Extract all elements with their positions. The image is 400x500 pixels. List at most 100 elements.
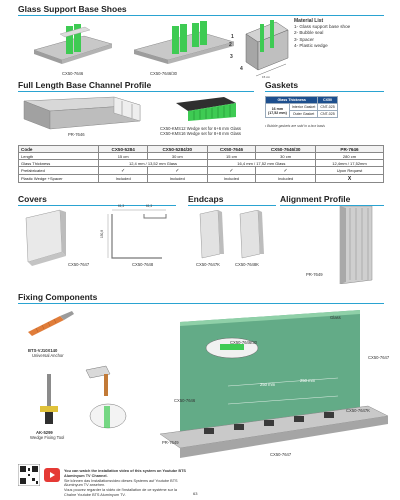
page-number: 63: [193, 491, 198, 496]
footer-text: You can watch the installation video of …: [64, 469, 189, 498]
installation-diagram: [159, 310, 388, 458]
spec-cell: 30 cm: [255, 152, 316, 160]
spec-cell: Plastic Wedge +Spacer: [17, 174, 100, 183]
wedge-set-illustration: [176, 97, 236, 121]
check-icon: ✓: [146, 166, 208, 175]
product-code-channel: PR-7646: [68, 132, 85, 137]
material-list: Material List 1- Glass support base shoe…: [294, 18, 350, 49]
gasket-type: Interior Gasket: [288, 103, 319, 111]
endcap-illustration-1: [199, 210, 224, 259]
diagram-label-dim-2: 250 mm: [300, 378, 316, 383]
callout-1: 1: [231, 34, 234, 40]
spec-cell: Included: [98, 174, 148, 183]
spec-cell: Glass Thickness: [17, 159, 100, 167]
section-divider: [188, 205, 276, 206]
check-icon: ✓: [206, 166, 257, 175]
diagram-label-end: CX50-7647: [270, 452, 292, 457]
section-title-alignment: Alignment Profile: [280, 194, 351, 204]
base-shoe-illustration-1: [33, 24, 113, 64]
gasket-header-code: CX50: [317, 96, 338, 104]
spec-cell: Included: [206, 174, 257, 183]
spec-header: CX50-5284: [98, 145, 148, 153]
product-code-cover-1: CX50-7647: [68, 262, 90, 267]
section-title-endcaps: Endcaps: [188, 194, 224, 204]
exploded-shoe-diagram: 15 cm: [245, 20, 289, 79]
gasket-table: Glass Thickness CX50 16 mm (17,52 mm) In…: [264, 96, 338, 118]
gasket-type: Outer Gasket: [288, 110, 319, 118]
section-divider: [18, 91, 254, 92]
section-title-base-shoes: Glass Support Base Shoes: [18, 4, 127, 14]
hammer-detail-illustration: [85, 365, 127, 429]
spec-cell: 16,4 mm / 17,52 mm Glass: [206, 159, 316, 167]
spec-header: PR-7646: [314, 145, 385, 153]
footer-line-de: Sie können das Installationsvideo dieses…: [64, 478, 178, 488]
product-code-cover-2: CX50-7648: [132, 262, 154, 267]
section-divider: [18, 303, 384, 304]
cover-illustration-1: [25, 209, 66, 266]
material-item: 4- Plastic wedge: [294, 42, 328, 48]
alignment-profile-illustration: [339, 206, 373, 284]
spec-cell: Included: [255, 174, 316, 183]
spec-header: CX50-7646/30: [255, 145, 316, 153]
anchor-code: BTS-VJ10X140: [28, 348, 58, 353]
spec-table: Code CX50-5284 CX50-5284/30 CX50-7646 CX…: [17, 145, 385, 183]
spec-cell: 12,4 mm / 13,52 mm Glass: [98, 159, 208, 167]
material-item: 3- Spacer: [294, 36, 314, 42]
spec-cell: 280 cm: [314, 152, 385, 160]
check-icon: ✓: [98, 166, 148, 175]
dimension-label: 61,3: [118, 204, 125, 208]
spec-cell: Included: [146, 174, 208, 183]
diagram-label-shoe-b: CX50-7646: [174, 398, 196, 403]
diagram-label-glass: Glass: [330, 315, 341, 320]
section-title-fixing: Fixing Components: [18, 292, 98, 302]
spec-header: Code: [17, 145, 100, 153]
product-code-alignment: PR-7649: [306, 272, 323, 277]
gasket-note: • Bubble gaskets are sold in a box basis: [265, 124, 325, 128]
section-title-gaskets: Gaskets: [265, 80, 299, 90]
spec-cell: Length: [17, 152, 100, 160]
tool-name: Wedge Fixing Tool: [30, 435, 65, 440]
callout-3: 3: [230, 54, 233, 60]
wedge-line-1: CX50-KMS12 Wedge set for 6+6 mm Glass: [160, 126, 242, 131]
spec-cell: 12,4mm / 17,52mm: [314, 159, 385, 167]
gasket-code: CNT-025: [317, 103, 338, 111]
anchor-name: Universal Anchor: [32, 353, 64, 358]
svg-text:15 cm: 15 cm: [262, 75, 271, 79]
section-divider: [280, 205, 384, 206]
section-title-base-channel: Full Length Base Channel Profile: [18, 80, 152, 90]
spec-cell: 15 cm: [98, 152, 148, 160]
material-list-title: Material List: [294, 18, 324, 24]
section-title-covers: Covers: [18, 194, 47, 204]
tool-code: AK-5299: [36, 430, 53, 435]
dimension-label: 150,8: [99, 230, 104, 238]
wedge-line-2: CX50-KMS16 Wedge set for 8+8 mm Glass: [160, 131, 242, 136]
gasket-code: CNT-025: [317, 110, 338, 118]
wedge-fixing-tool-illustration: [40, 374, 58, 424]
base-shoe-illustration-2: [133, 21, 235, 64]
qr-code-icon[interactable]: [18, 464, 40, 486]
table-row: Length 15 cm 30 cm 15 cm 30 cm 280 cm: [17, 152, 385, 160]
table-row: Glass Thickness 12,4 mm / 13,52 mm Glass…: [17, 159, 385, 167]
cover-illustration-2: [107, 209, 167, 259]
product-code-endcap-2: CX50-7648K: [235, 262, 259, 267]
spec-cell: Upon Request: [314, 166, 385, 175]
diagram-label-dim-1: 250 mm: [260, 382, 276, 387]
gasket-header-label: Glass Thickness: [264, 96, 319, 104]
gasket-thickness: 16 mm (17,52 mm): [265, 103, 290, 118]
universal-anchor-illustration: [28, 311, 74, 336]
spec-cell: X: [314, 174, 385, 183]
spec-header: CX50-5284/30: [146, 145, 208, 153]
section-divider: [18, 205, 176, 206]
spec-cell: Prefabricated: [17, 166, 100, 175]
base-channel-illustration: [23, 96, 141, 130]
section-divider: [265, 91, 384, 92]
spec-cell: 15 cm: [206, 152, 257, 160]
check-icon: ✓: [255, 166, 316, 175]
diagram-label-cover-a: CX50-7647: [368, 355, 390, 360]
spec-header: CX50-7646: [206, 145, 257, 153]
play-video-icon[interactable]: [44, 468, 60, 482]
product-code-shoe-2: CX50-7646/30: [150, 71, 178, 76]
section-divider: [18, 15, 384, 16]
table-row: Prefabricated ✓ ✓ ✓ ✓ Upon Request: [17, 166, 385, 175]
spec-cell: 30 cm: [146, 152, 208, 160]
